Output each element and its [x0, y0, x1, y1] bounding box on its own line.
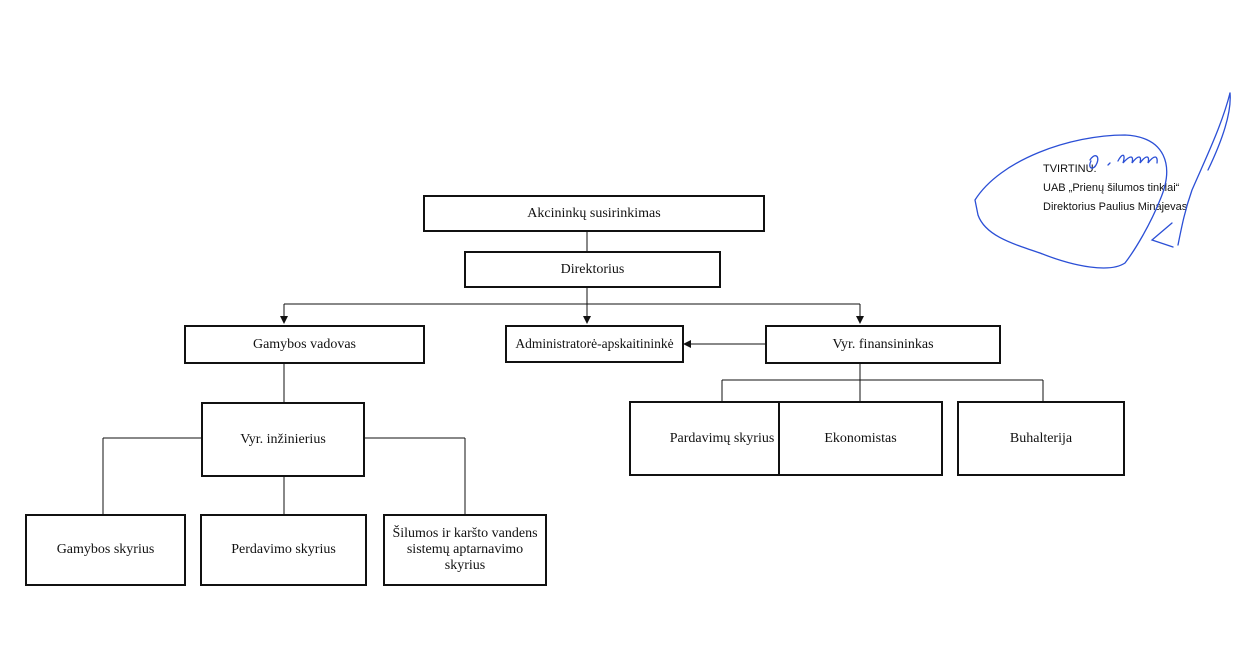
node-administrator-accountant: Administratorė-apskaitininkė: [505, 325, 684, 363]
approval-block: TVIRTINU: UAB „Prienų šilumos tinklai“ D…: [1043, 160, 1187, 217]
approval-title: TVIRTINU:: [1043, 163, 1097, 175]
node-chief-engineer: Vyr. inžinierius: [201, 402, 365, 477]
node-shareholders-meeting: Akcininkų susirinkimas: [423, 195, 765, 232]
node-economist: Ekonomistas: [778, 401, 943, 476]
node-chief-financier: Vyr. finansininkas: [765, 325, 1001, 364]
node-heat-water-service-department: Šilumos ir karšto vandens sistemų aptarn…: [383, 514, 547, 586]
node-production-head: Gamybos vadovas: [184, 325, 425, 364]
node-transmission-department: Perdavimo skyrius: [200, 514, 367, 586]
node-director: Direktorius: [464, 251, 721, 288]
node-accounting: Buhalterija: [957, 401, 1125, 476]
node-production-department: Gamybos skyrius: [25, 514, 186, 586]
approval-signatory: Direktorius Paulius Minajevas: [1043, 201, 1188, 213]
approval-company: UAB „Prienų šilumos tinklai“: [1043, 182, 1180, 194]
signature-scribble: [974, 92, 1231, 269]
